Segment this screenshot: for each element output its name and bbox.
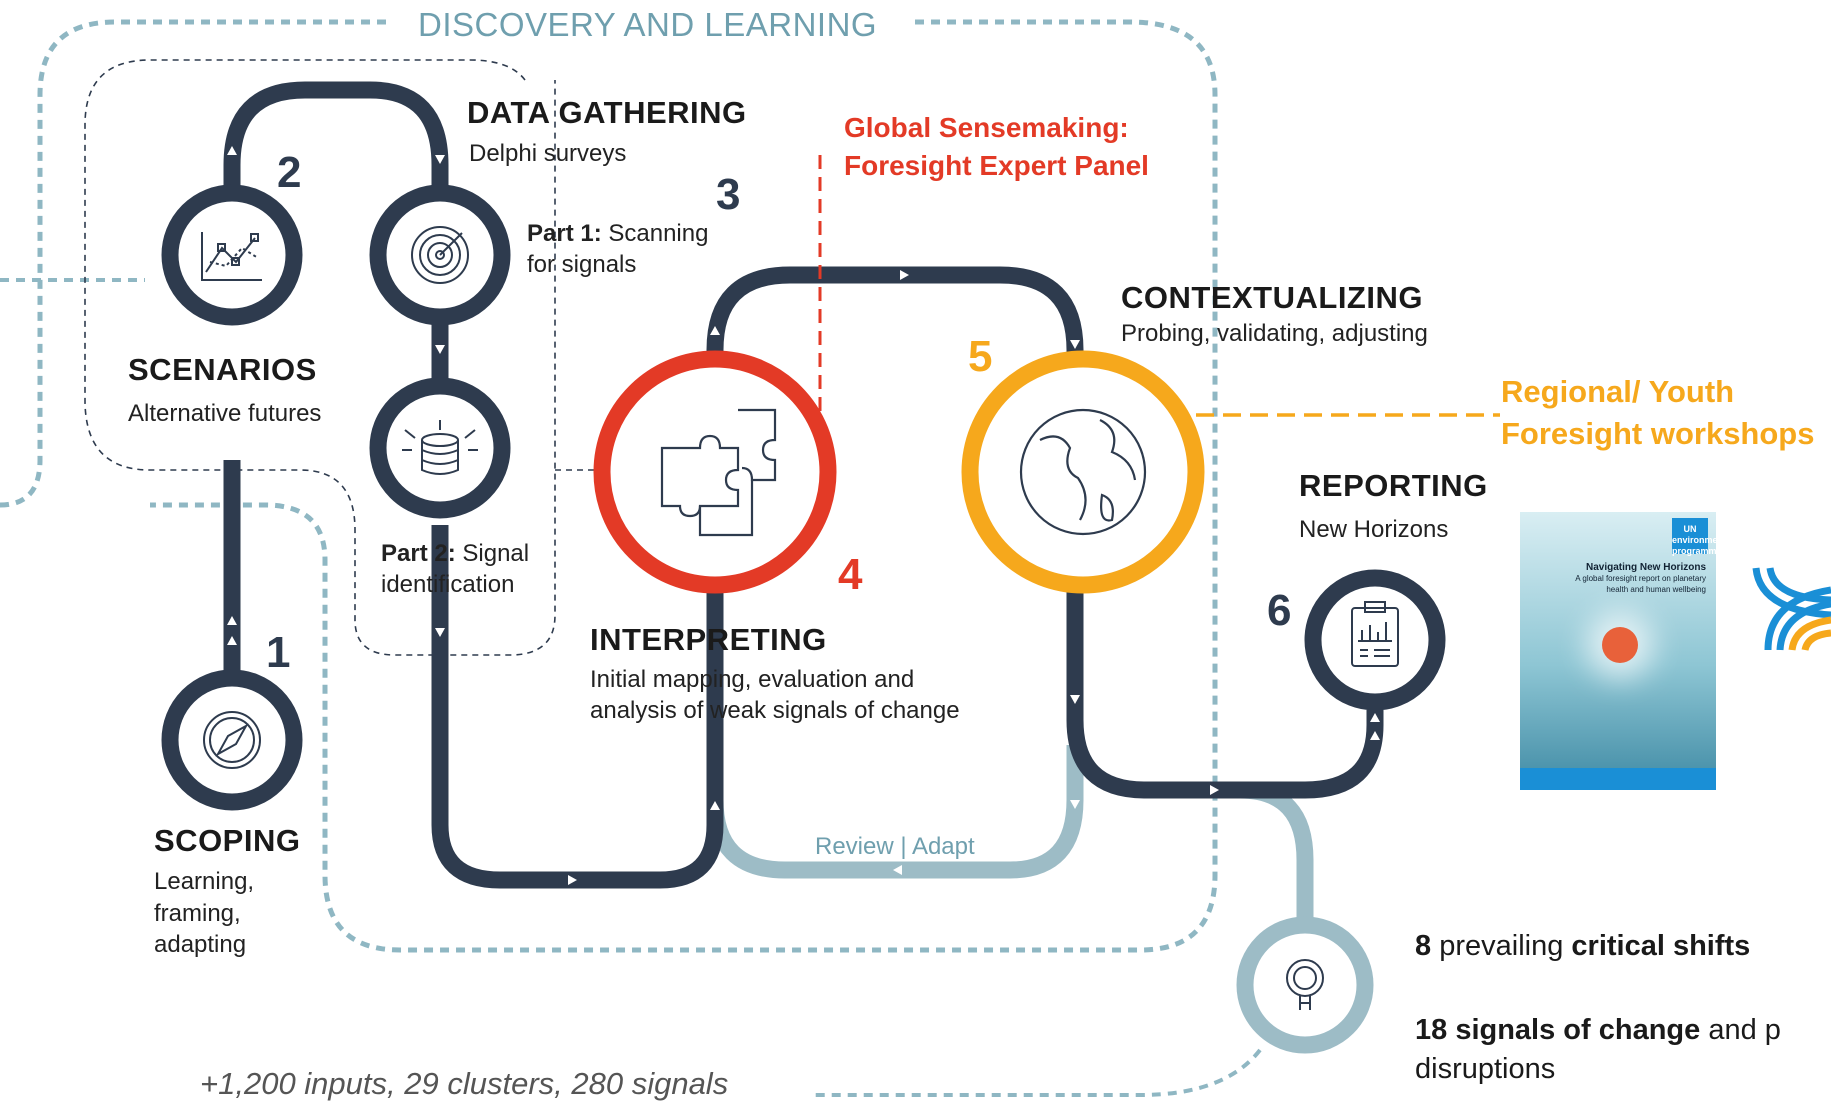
step-6-number: 6: [1267, 586, 1292, 635]
puzzle-icon: [660, 408, 777, 537]
chart-icon: [201, 232, 262, 281]
scoping-title: SCOPING: [154, 823, 301, 858]
magnifier-path: [1215, 781, 1314, 935]
workshops-line1: Regional/ Youth: [1501, 374, 1735, 409]
inner-boundary: [84, 59, 556, 656]
review-adapt-loop: [706, 745, 1084, 879]
interpreting-title: INTERPRETING: [590, 622, 827, 657]
part1-label: Part 1: Scanning: [527, 220, 708, 248]
signals-bold: 18 signals of change: [1415, 1014, 1701, 1046]
shifts-bold: critical shifts: [1571, 930, 1751, 962]
globe-icon: [1019, 408, 1147, 536]
interpreting-line2: analysis of weak signals of change: [590, 697, 960, 724]
part1-line2: for signals: [527, 251, 637, 278]
report-title-text: Navigating New Horizons: [1585, 562, 1706, 573]
un-logo: UN environment programme: [1672, 518, 1726, 556]
contextualizing-subtitle: Probing, validating, adjusting: [1121, 320, 1428, 347]
compass-icon: [203, 711, 261, 769]
step-3-number: 3: [716, 170, 741, 219]
magnifier-icon: [1286, 959, 1324, 1010]
shifts-num: 8: [1415, 930, 1432, 962]
review-adapt-label: Review | Adapt: [815, 833, 975, 860]
scoping-line1: Learning,: [154, 868, 255, 895]
reporting-subtitle: New Horizons: [1299, 516, 1449, 543]
part2-circle: [369, 377, 511, 519]
workshops-line2: Foresight workshops: [1501, 416, 1815, 451]
part1-bold: Part 1:: [527, 220, 602, 247]
discovery-boundary: [0, 19, 1218, 953]
part2-bold: Part 2:: [381, 540, 456, 567]
contextualizing-circle: [961, 350, 1205, 594]
report-subtitle-text: A global foresight report on planetary h…: [1575, 574, 1706, 594]
logo-arcs: [1752, 567, 1831, 651]
scenarios-title: SCENARIOS: [128, 352, 317, 387]
data-gathering-title: DATA GATHERING: [467, 95, 747, 130]
reporting-title: REPORTING: [1299, 468, 1488, 503]
scoping-line3: adapting: [154, 931, 247, 958]
report-cover-image: UN environment programme Navigating New …: [1520, 512, 1726, 790]
sensemaking-line2: Foresight Expert Panel: [844, 150, 1149, 181]
shifts-mid: prevailing: [1439, 930, 1564, 962]
step-1-number: 1: [266, 628, 291, 677]
interpreting-line1: Initial mapping, evaluation and: [590, 666, 915, 693]
contextualizing-title: CONTEXTUALIZING: [1121, 280, 1423, 315]
report-band: [1520, 768, 1716, 790]
part2-label: Part 2: Signal: [381, 540, 529, 568]
radar-icon: [411, 226, 469, 284]
scenarios-circle: [161, 184, 303, 326]
step-4-number: 4: [838, 550, 863, 599]
sun-graphic: [1602, 627, 1638, 663]
magnifier-dash: [810, 1048, 1262, 1097]
inputs-stat: +1,200 inputs, 29 clusters, 280 signals: [200, 1066, 729, 1101]
signals-line2: disruptions: [1415, 1053, 1556, 1085]
signals-rest: and p: [1708, 1014, 1781, 1046]
signals-stat: 18 signals of change and p: [1415, 1014, 1781, 1047]
part2-line2: identification: [381, 571, 515, 598]
discovery-title: DISCOVERY AND LEARNING: [412, 6, 884, 44]
part2-line1: Signal: [462, 540, 530, 567]
database-icon: [402, 420, 478, 475]
direction-arrows: [227, 146, 1380, 885]
interpreting-circle: [593, 350, 837, 594]
sensemaking-line1: Global Sensemaking:: [844, 112, 1129, 143]
magnifier-circle: [1236, 916, 1374, 1054]
scoping-line2: framing,: [154, 900, 241, 927]
step-2-number: 2: [277, 148, 302, 197]
step-5-number: 5: [968, 332, 993, 381]
data-gathering-subtitle: Delphi surveys: [469, 140, 627, 167]
scoping-circle: [161, 669, 303, 811]
scenarios-subtitle: Alternative futures: [128, 400, 322, 427]
shifts-stat: 8 prevailing critical shifts: [1415, 930, 1750, 963]
clipboard-icon: [1351, 601, 1399, 667]
part1-line1: Scanning: [608, 220, 709, 247]
